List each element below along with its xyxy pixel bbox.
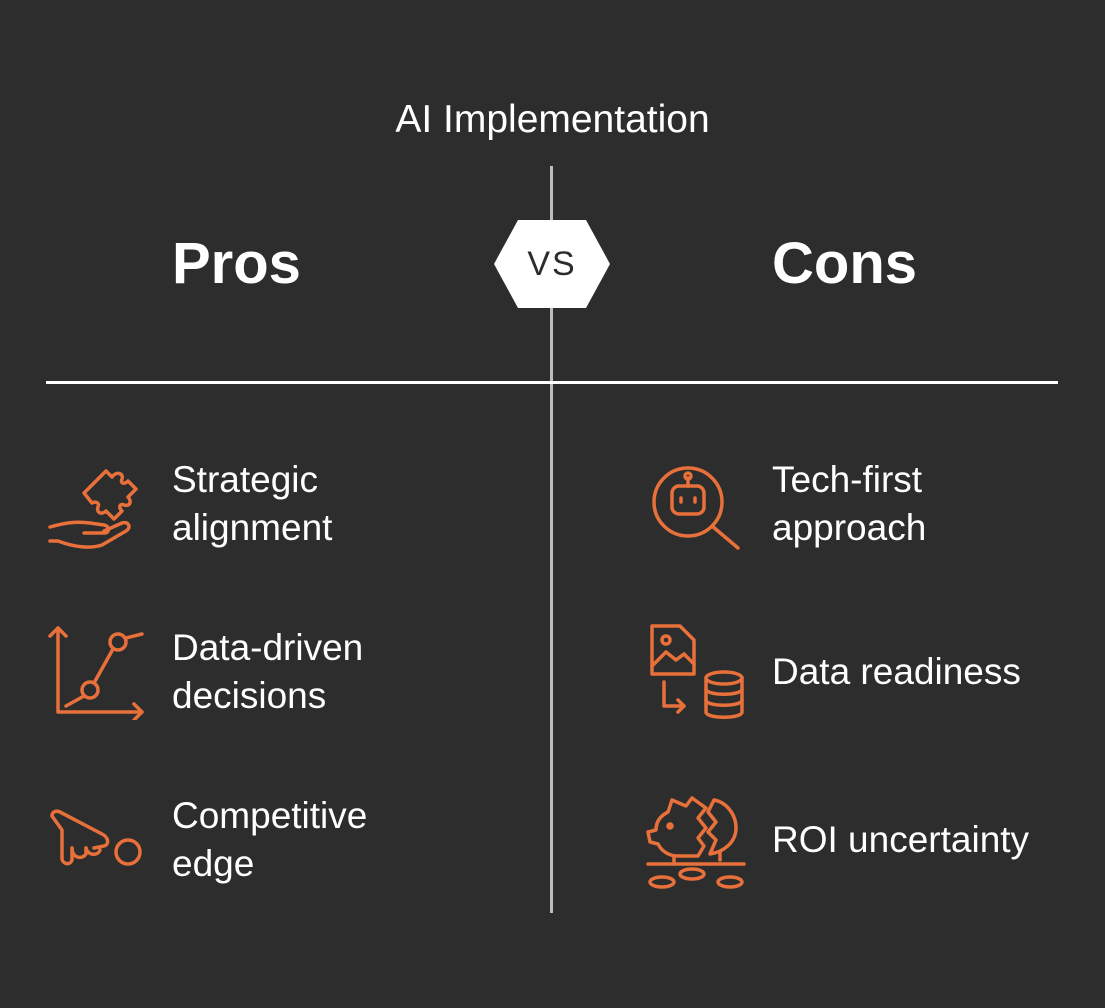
item-label-line1: Competitive — [172, 795, 368, 836]
vs-label: VS — [527, 245, 577, 283]
item-label-line2: alignment — [172, 507, 333, 548]
item-label-line1: Tech-first — [772, 459, 923, 500]
page-title: AI Implementation — [395, 98, 710, 141]
line-chart-icon — [46, 624, 146, 720]
cons-heading: Cons — [772, 231, 917, 296]
vertical-divider-bottom — [550, 308, 553, 913]
robot-search-icon — [648, 456, 744, 552]
image-database-icon — [644, 622, 748, 722]
vs-badge: VS — [494, 220, 610, 308]
item-label-line1: ROI uncertainty — [772, 819, 1030, 860]
item-label-line2: edge — [172, 843, 255, 884]
hand-puzzle-icon — [44, 455, 148, 553]
vertical-divider-top — [550, 166, 553, 220]
item-label-line1: Data readiness — [772, 651, 1021, 692]
item-label-line1: Data-driven — [172, 627, 364, 668]
item-label-line1: Strategic — [172, 459, 319, 500]
pointing-hand-icon — [48, 808, 146, 872]
pros-heading: Pros — [172, 231, 301, 296]
item-label-line2: decisions — [172, 675, 327, 716]
item-label-line2: approach — [772, 507, 927, 548]
broken-piggy-bank-icon — [644, 790, 748, 890]
horizontal-divider — [46, 381, 1058, 384]
